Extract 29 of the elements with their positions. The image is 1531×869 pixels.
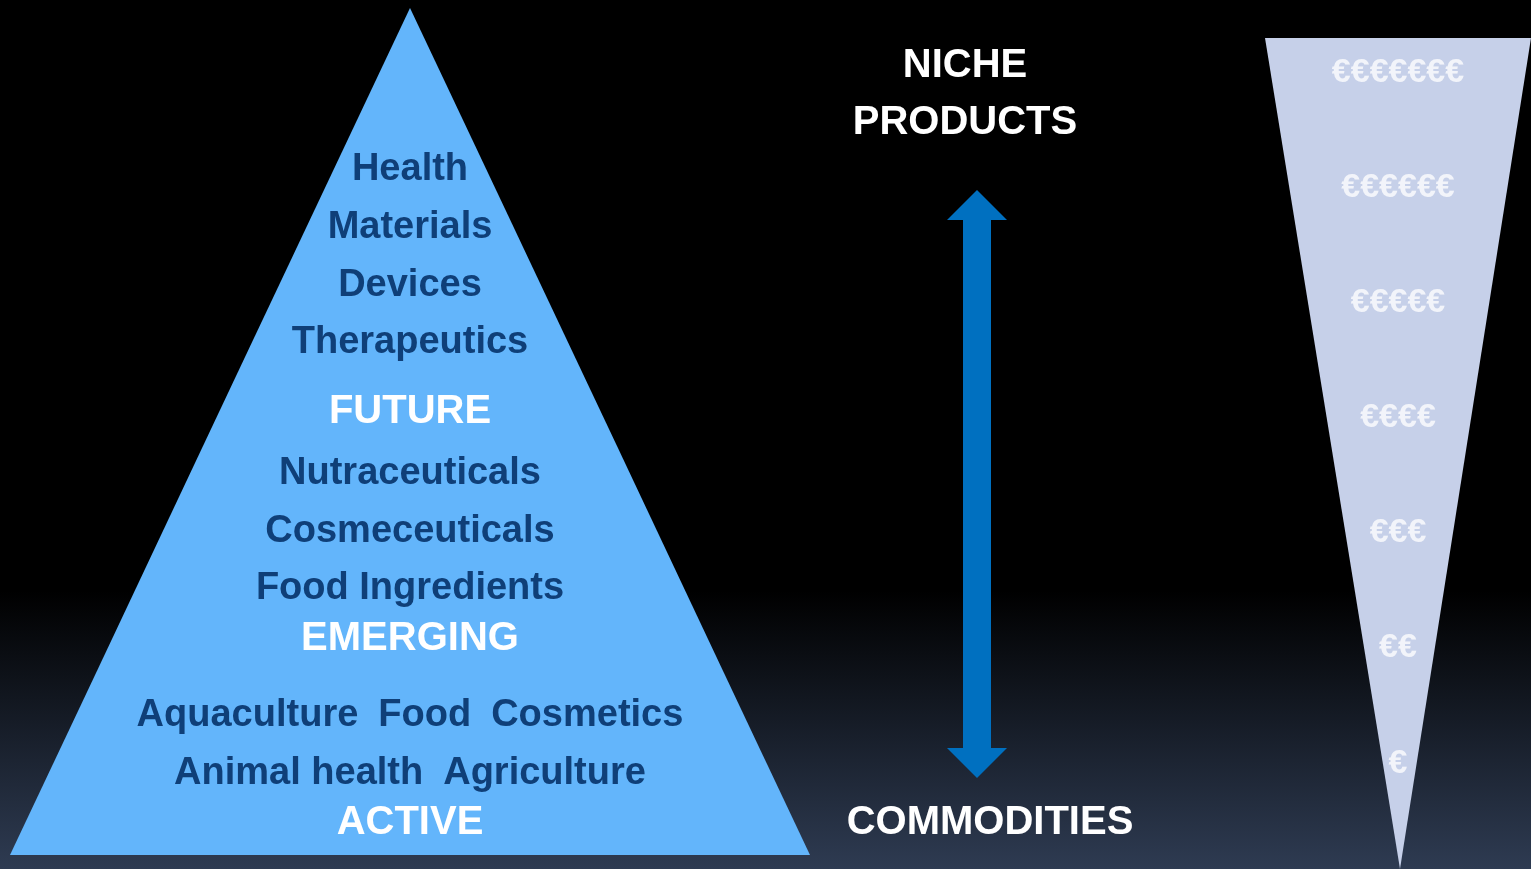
price-level-text: €€€€ [1360, 395, 1436, 436]
price-level-text: €€€€€€€ [1331, 50, 1465, 91]
double-arrow [947, 190, 1007, 778]
price-level-text: €€ [1379, 625, 1417, 666]
application-text: Materials [326, 203, 494, 248]
application-text: Agriculture [443, 750, 646, 792]
application-text: Food [378, 692, 472, 734]
tier-heading: EMERGING [300, 613, 520, 660]
application-text: Therapeutics [290, 318, 530, 363]
price-level-text: €€€ [1369, 510, 1427, 551]
niche-products-label: NICHE PRODUCTS [800, 35, 1130, 190]
price-level-text: € [1388, 741, 1408, 782]
pyramid-middle-tier [96, 446, 724, 673]
pyramid-base-tier [10, 673, 810, 855]
price-level-text: €€€€€€ [1341, 165, 1455, 206]
commodities-label: COMMODITIES [800, 778, 1180, 858]
application-text: Health [350, 145, 470, 190]
application-text: Food Ingredients [254, 564, 566, 609]
application-text: Animal health [174, 750, 424, 792]
application-text: Devices [337, 261, 483, 306]
application-text: Nutraceuticals [278, 449, 542, 494]
application-text: Cosmetics [491, 692, 684, 734]
application-text: Cosmeceuticals [264, 507, 556, 552]
pyramid-top-tier [203, 8, 617, 446]
application-text: Aquaculture [136, 692, 359, 734]
price-level-text: €€€€€ [1350, 280, 1446, 321]
tier-heading: FUTURE [327, 386, 493, 433]
tier-heading: ACTIVE [336, 797, 484, 844]
price-scale-triangle [1265, 38, 1531, 869]
